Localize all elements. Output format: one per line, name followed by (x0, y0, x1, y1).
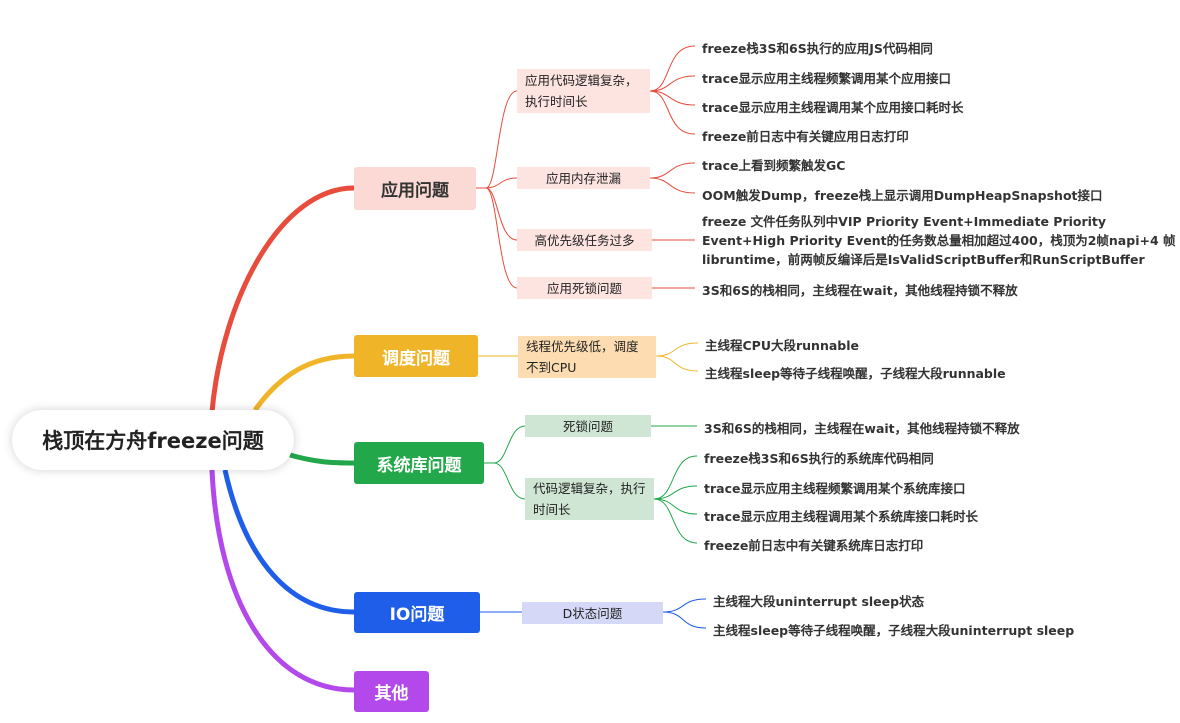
subtopic-syslib-deadlock[interactable]: 死锁问题 (525, 415, 651, 437)
link-io (222, 469, 355, 615)
subtopic-label: 应用死锁问题 (546, 280, 622, 296)
link-other (209, 469, 355, 693)
subtopic-app-memory[interactable]: 应用内存泄漏 (517, 167, 650, 189)
category-sched[interactable]: 调度问题 (354, 335, 478, 377)
subtopic-label: 高优先级任务过多 (534, 232, 635, 248)
category-app-label: 应用问题 (381, 181, 449, 201)
links-io-subs (480, 598, 707, 629)
links-sched-subs (478, 342, 699, 372)
subtopic-label: 应用内存泄漏 (545, 170, 621, 186)
links-app-subs (476, 45, 696, 289)
link-app (209, 185, 355, 413)
leaf-node[interactable]: freeze栈3S和6S执行的应用JS代码相同 (702, 41, 933, 56)
subtopic-label: D状态问题 (562, 605, 623, 621)
category-io-label: IO问题 (389, 605, 445, 625)
subtopic-app-deadlock[interactable]: 应用死锁问题 (517, 277, 652, 299)
subtopic-sched-priority[interactable]: 线程优先级低，调度不到CPU (518, 336, 656, 378)
subtopic-app-priority[interactable]: 高优先级任务过多 (517, 229, 652, 251)
leaf-node[interactable]: trace显示应用主线程频繁调用某个应用接口 (702, 71, 951, 86)
category-other[interactable]: 其他 (354, 671, 429, 712)
link-sched (252, 353, 355, 412)
leaf-node[interactable]: trace显示应用主线程调用某个应用接口耗时长 (702, 100, 964, 115)
subtopic-syslib-code[interactable]: 代码逻辑复杂，执行时间长 (525, 478, 654, 520)
category-app[interactable]: 应用问题 (354, 167, 476, 210)
category-other-label: 其他 (374, 684, 409, 704)
leaf-node[interactable]: trace显示应用主线程频繁调用某个系统库接口 (704, 481, 966, 496)
leaf-node[interactable]: 3S和6S的栈相同，主线程在wait，其他线程持锁不释放 (704, 421, 1020, 436)
leaf-node[interactable]: freeze前日志中有关键应用日志打印 (702, 129, 909, 144)
subtopic-label: 代码逻辑复杂，执行时间长 (533, 481, 646, 517)
subtopic-label: 线程优先级低，调度不到CPU (526, 339, 639, 375)
category-io[interactable]: IO问题 (354, 592, 480, 633)
leaf-node[interactable]: OOM触发Dump，freeze栈上显示调用DumpHeapSnapshot接口 (702, 188, 1103, 203)
leaf-node[interactable]: trace显示应用主线程调用某个系统库接口耗时长 (704, 509, 978, 524)
category-syslib-label: 系统库问题 (376, 455, 462, 476)
root-label: 栈顶在方舟freeze问题 (42, 429, 264, 453)
leaf-node[interactable]: 主线程sleep等待子线程唤醒，子线程大段uninterrupt sleep (713, 623, 1075, 638)
leaf-node[interactable]: 主线程sleep等待子线程唤醒，子线程大段runnable (705, 366, 1006, 381)
subtopic-label: 应用代码逻辑复杂，执行时间长 (525, 73, 638, 109)
links-syslib-subs (484, 425, 698, 544)
leaf-node[interactable]: 主线程CPU大段runnable (705, 338, 859, 353)
leaf-node[interactable]: freeze前日志中有关键系统库日志打印 (704, 538, 924, 553)
subtopic-io-dstate[interactable]: D状态问题 (522, 602, 663, 624)
leaf-node[interactable]: 3S和6S的栈相同，主线程在wait，其他线程持锁不释放 (702, 283, 1018, 298)
subtopic-label: 死锁问题 (562, 418, 613, 434)
leaf-node[interactable]: freeze 文件任务队列中VIP Priority Event+Immedia… (702, 214, 1176, 267)
leaf-node[interactable]: trace上看到频繁触发GC (702, 158, 846, 173)
leaf-node[interactable]: 主线程大段uninterrupt sleep状态 (713, 594, 925, 609)
root-node[interactable]: 栈顶在方舟freeze问题 (12, 410, 294, 470)
subtopic-app-code[interactable]: 应用代码逻辑复杂，执行时间长 (517, 69, 650, 113)
category-syslib[interactable]: 系统库问题 (354, 442, 484, 484)
link-syslib (289, 452, 355, 466)
leaf-node[interactable]: freeze栈3S和6S执行的系统库代码相同 (704, 451, 934, 466)
category-sched-label: 调度问题 (382, 348, 450, 369)
